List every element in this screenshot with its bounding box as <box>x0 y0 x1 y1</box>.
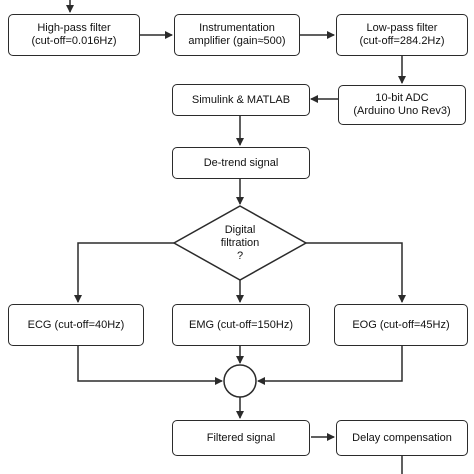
delay-compensation-label: Delay compensation <box>352 431 452 444</box>
highpass-filter-cutoff: (cut-off=0.016Hz) <box>31 35 117 47</box>
detrend-signal-box: De-trend signal <box>172 147 310 179</box>
emg-filter-box: EMG (cut-off=150Hz) <box>172 304 310 346</box>
arrow-eog-to-junction <box>257 346 403 385</box>
summing-junction <box>223 364 257 398</box>
decision-line-3: ? <box>236 249 244 262</box>
adc-title: 10-bit ADC <box>375 92 429 104</box>
highpass-filter-box: High-pass filter (cut-off=0.016Hz) <box>8 14 140 56</box>
decision-line-1: Digital <box>224 223 256 236</box>
adc-box: 10-bit ADC (Arduino Uno Rev3) <box>338 85 466 125</box>
adc-board: (Arduino Uno Rev3) <box>353 105 451 117</box>
simulink-matlab-label: Simulink & MATLAB <box>191 93 291 106</box>
simulink-matlab-box: Simulink & MATLAB <box>172 84 310 116</box>
instrumentation-amplifier-title: Instrumentation <box>199 22 275 34</box>
highpass-filter-title: High-pass filter <box>37 22 111 34</box>
ecg-filter-label: ECG (cut-off=40Hz) <box>27 318 125 331</box>
arrow-ecg-to-junction <box>77 346 223 385</box>
instrumentation-amplifier-box: Instrumentation amplifier (gain≈500) <box>174 14 300 56</box>
lowpass-filter-box: Low-pass filter (cut-off=284.2Hz) <box>336 14 468 56</box>
lowpass-filter-title: Low-pass filter <box>366 22 438 34</box>
decision-label: Digital filtration ? <box>200 220 280 266</box>
emg-filter-label: EMG (cut-off=150Hz) <box>188 318 294 331</box>
filtered-signal-label: Filtered signal <box>206 431 276 444</box>
lowpass-filter-cutoff: (cut-off=284.2Hz) <box>359 35 445 47</box>
instrumentation-amplifier-gain: amplifier (gain≈500) <box>188 35 286 47</box>
arrow-decision-to-eog <box>306 242 406 303</box>
decision-line-2: filtration <box>220 236 260 249</box>
delay-compensation-box: Delay compensation <box>336 420 468 456</box>
filtered-signal-box: Filtered signal <box>172 420 310 456</box>
arrow-decision-to-ecg <box>74 242 174 303</box>
eog-filter-label: EOG (cut-off=45Hz) <box>352 318 450 331</box>
eog-filter-box: EOG (cut-off=45Hz) <box>334 304 468 346</box>
detrend-signal-label: De-trend signal <box>203 156 279 169</box>
ecg-filter-box: ECG (cut-off=40Hz) <box>8 304 144 346</box>
